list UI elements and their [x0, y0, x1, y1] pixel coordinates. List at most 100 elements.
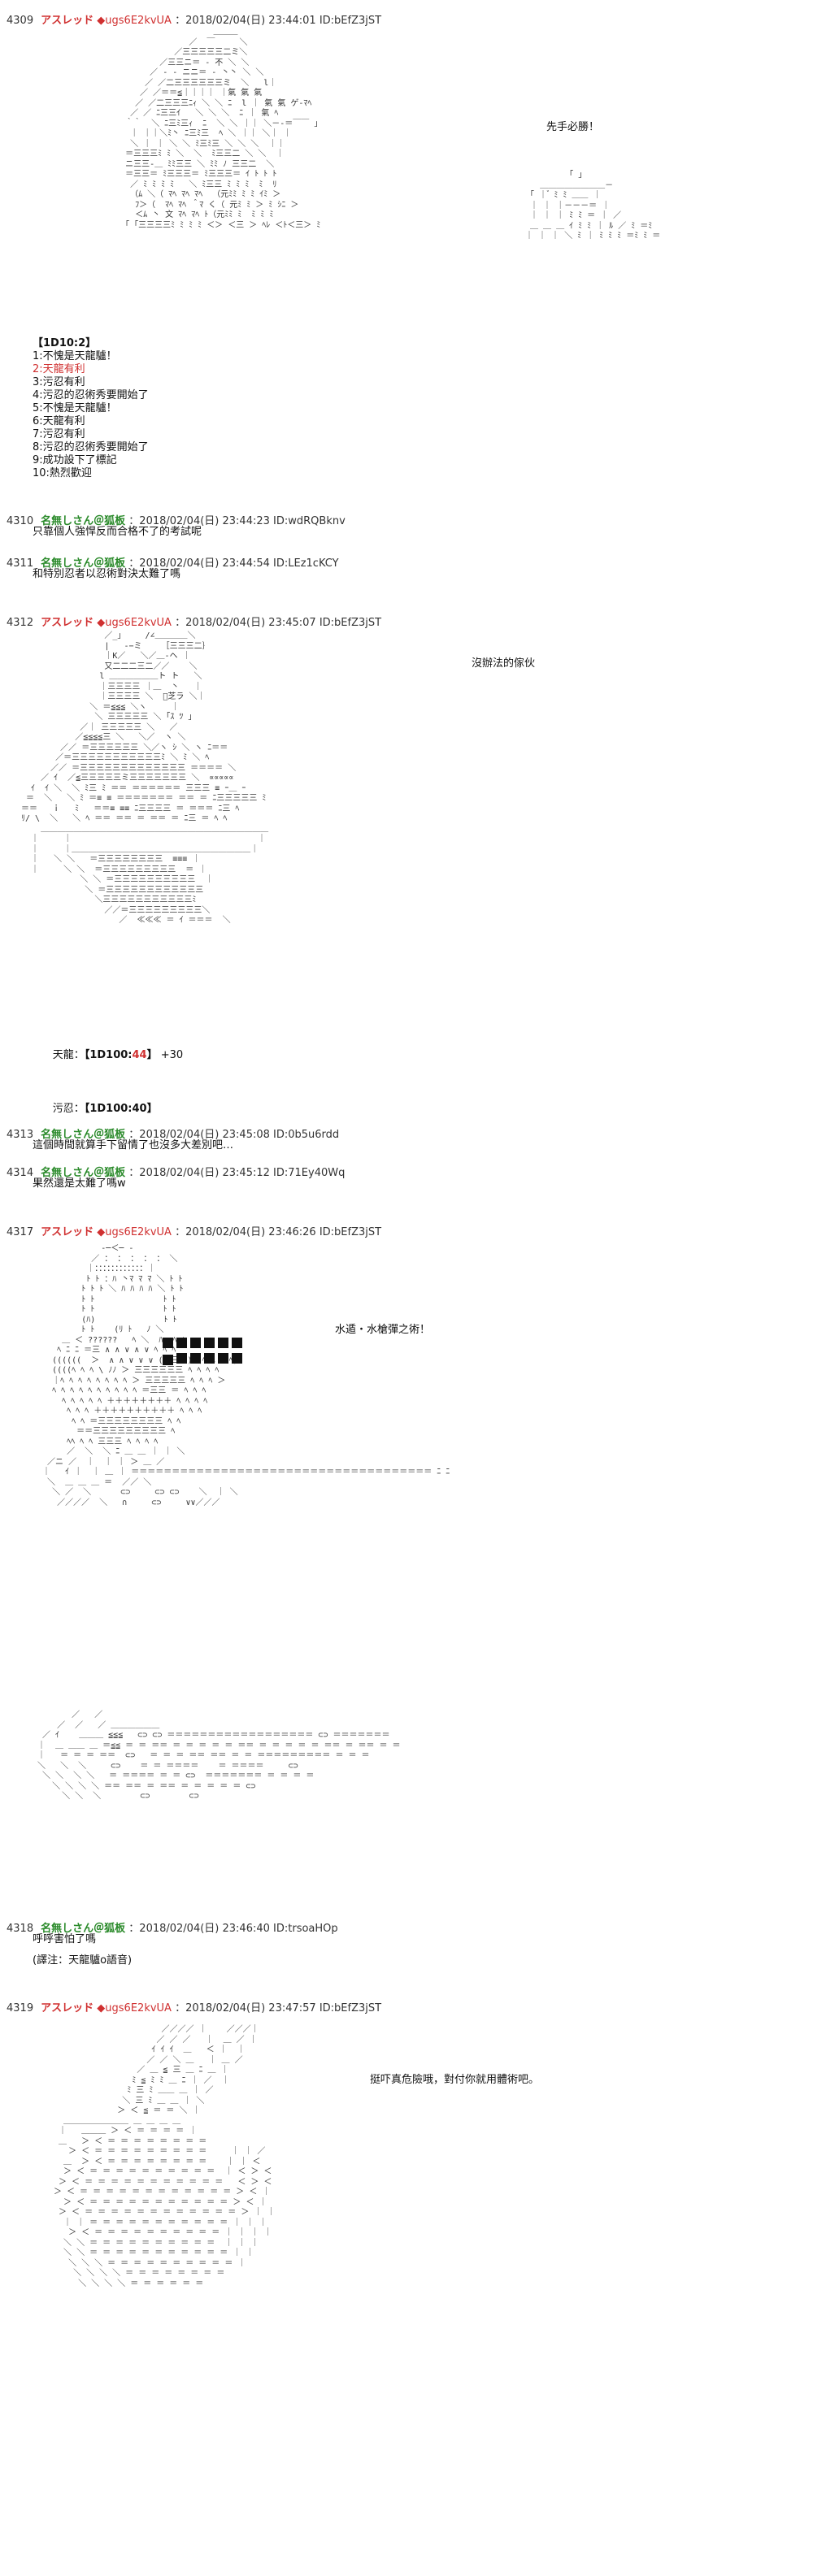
trip-code: ◆ugs6E2kvUA	[97, 2002, 172, 2014]
aa-caption: 水遁・水槍彈之術！	[335, 1324, 431, 1336]
post-date: 2018/02/04(日) 23:45:12	[139, 1167, 270, 1179]
aa-caption: 先手必勝！	[546, 121, 600, 133]
poster-name: 名無しさん＠狐板	[41, 1923, 126, 1935]
post-text: 和特別忍者以忍術對決太難了嗎	[33, 568, 181, 580]
post-number[interactable]: 4309	[7, 15, 34, 27]
roll-tenryu: 天龍：【1D100:44】 +30	[33, 1036, 183, 1075]
post-4317: 4317 アスレッド ◆ugs6E2kvUA ：2018/02/04(日) 23…	[0, 1223, 813, 1897]
dice-block: 【1D10:2】 1:不愧是天龍驢！ 2:天龍有利 3:污忍有利 4:污忍的忍術…	[33, 337, 149, 480]
post-text: 呼呼害怕了嗎	[33, 1933, 97, 1945]
post-id[interactable]: ID:trsoaHOp	[273, 1923, 338, 1935]
post-number[interactable]: 4314	[7, 1167, 34, 1179]
post-4318: 4318 名無しさん＠狐板 ：2018/02/04(日) 23:46:40 ID…	[0, 1919, 813, 1968]
post-id[interactable]: ID:0b5u6rdd	[273, 1129, 340, 1141]
post-number[interactable]: 4313	[7, 1129, 34, 1141]
poster-name: アスレッド	[41, 617, 94, 629]
roll-label: 天龍：	[52, 1049, 85, 1061]
dice-option: 1:不愧是天龍驢！	[33, 350, 117, 362]
post-id[interactable]: ID:bEfZ3jST	[319, 617, 382, 629]
mask-bar	[232, 1338, 242, 1348]
poster-name: アスレッド	[41, 2002, 94, 2014]
roll-bonus: +30	[160, 1049, 184, 1061]
poster-name: 名無しさん＠狐板	[41, 1167, 126, 1179]
roll-label: 污忍：	[52, 1103, 85, 1115]
mask-bar	[204, 1338, 215, 1348]
post-date: 2018/02/04(日) 23:46:26	[185, 1226, 316, 1238]
post-number[interactable]: 4311	[7, 557, 34, 570]
ascii-art: ／／／／ ｜ ／／／｜ ／ ／ ／ ｜ ＿ ／ ｜ ｲ ｲ ｲ ＿ ＜ ｜ ｜ …	[54, 2025, 276, 2288]
poster-name: アスレッド	[41, 15, 94, 27]
dice-option: 10:熱烈歡迎	[33, 467, 92, 479]
post-id[interactable]: ID:71Ey40Wq	[273, 1167, 346, 1179]
post-number[interactable]: 4319	[7, 2002, 34, 2014]
post-4319: 4319 アスレッド ◆ugs6E2kvUA ：2018/02/04(日) 23…	[0, 1999, 813, 2572]
post-number[interactable]: 4318	[7, 1923, 34, 1935]
dice-option: 3:污忍有利	[33, 376, 85, 388]
mask-bar	[176, 1353, 187, 1364]
post-id[interactable]: ID:wdRQBknv	[273, 515, 346, 527]
post-id[interactable]: ID:bEfZ3jST	[319, 1226, 382, 1238]
post-date: 2018/02/04(日) 23:47:57	[185, 2002, 316, 2014]
post-number[interactable]: 4310	[7, 515, 34, 527]
post-date: 2018/02/04(日) 23:44:23	[139, 515, 270, 527]
dice-option: 8:污忍的忍術秀要開始了	[33, 441, 149, 453]
post-number[interactable]: 4317	[7, 1226, 34, 1238]
mask-bar	[204, 1353, 215, 1364]
trip-code: ◆ugs6E2kvUA	[97, 1226, 172, 1238]
aa-caption: 挺吓真危險哦，對付你就用體術吧。	[370, 2074, 540, 2086]
dice-option: 6:天龍有利	[33, 415, 85, 427]
post-body: 這個時間就算手下留情了也沒多大差別吧…	[33, 1139, 233, 1152]
trip-code: ◆ugs6E2kvUA	[97, 617, 172, 629]
roll-hit: 44	[132, 1049, 147, 1061]
post-header: 4317 アスレッド ◆ugs6E2kvUA ：2018/02/04(日) 23…	[7, 1226, 382, 1238]
post-header: 4309 アスレッド ◆ugs6E2kvUA ：2018/02/04(日) 23…	[7, 15, 382, 27]
poster-name: 名無しさん＠狐板	[41, 515, 126, 527]
mask-bar	[190, 1353, 201, 1364]
mask-bar	[218, 1353, 228, 1364]
post-header: 4310 名無しさん＠狐板 ：2018/02/04(日) 23:44:23 ID…	[7, 515, 346, 527]
dice-option: 4:污忍的忍術秀要開始了	[33, 389, 149, 401]
post-header: 4311 名無しさん＠狐板 ：2018/02/04(日) 23:44:54 ID…	[7, 557, 339, 570]
post-text: 這個時間就算手下留情了也沒多大差別吧…	[33, 1139, 234, 1151]
post-number[interactable]: 4312	[7, 617, 34, 629]
roll-value: 【1D100:40】	[84, 1103, 158, 1115]
post-header: 4314 名無しさん＠狐板 ：2018/02/04(日) 23:45:12 ID…	[7, 1167, 346, 1179]
post-id[interactable]: ID:bEfZ3jST	[319, 2002, 382, 2014]
post-text: 果然還是太難了嗎w	[33, 1177, 126, 1190]
mask-bar	[232, 1353, 242, 1364]
post-text: 只靠個人強悍反而合格不了的考試呢	[33, 526, 202, 538]
trip-code: ◆ugs6E2kvUA	[97, 15, 172, 27]
dice-option: 7:污忍有利	[33, 428, 85, 440]
ascii-art-water: ／ ／ ／ ／ ／ ＿＿＿＿＿＿ ／ ｲ ＿＿＿ ≦≦≦ ⊂⊃ ⊂⊃ ＝＝＝＝＝…	[37, 1711, 401, 1801]
post-date: 2018/02/04(日) 23:44:54	[139, 557, 270, 570]
post-body: 和特別忍者以忍術對決太難了嗎	[33, 568, 180, 581]
post-date: 2018/02/04(日) 23:45:07	[185, 617, 316, 629]
poster-name: 名無しさん＠狐板	[41, 557, 126, 570]
post-4310: 4310 名無しさん＠狐板 ：2018/02/04(日) 23:44:23 ID…	[0, 512, 813, 544]
ascii-art: ／_」 /∠＿＿＿＿＼ | -−ミ ［三三三二｝ ｜K／ ＼／＿‐ヘ ｜ 又二二…	[21, 631, 269, 925]
dice-option-selected: 2:天龍有利	[33, 363, 85, 375]
post-id[interactable]: ID:LEz1cKCY	[273, 557, 339, 570]
poster-name: 名無しさん＠狐板	[41, 1129, 126, 1141]
mask-bar	[163, 1338, 173, 1348]
poster-name: アスレッド	[41, 1226, 94, 1238]
mask-bars	[163, 1334, 246, 1365]
post-4314: 4314 名無しさん＠狐板 ：2018/02/04(日) 23:45:12 ID…	[0, 1164, 813, 1193]
post-body: 果然還是太難了嗎w	[33, 1177, 126, 1190]
post-header: 4319 アスレッド ◆ugs6E2kvUA ：2018/02/04(日) 23…	[7, 2002, 382, 2014]
mask-bar	[190, 1338, 201, 1348]
dice-title: 【1D10:2】	[33, 337, 97, 349]
post-4309: 4309 アスレッド ◆ugs6E2kvUA ：2018/02/04(日) 23…	[0, 0, 813, 504]
dice-results: 天龍：【1D100:44】 +30 污忍：【1D100:40】	[33, 1036, 183, 1129]
post-header: 4312 アスレッド ◆ugs6E2kvUA ：2018/02/04(日) 23…	[7, 617, 382, 629]
dice-option: 9:成功設下了標記	[33, 454, 117, 466]
post-date: 2018/02/04(日) 23:44:01	[185, 15, 316, 27]
ascii-art: ＿＿＿ ／ ￣ ＼ ／三三三三三二ミ＼ ／三三ニ＝ ‐ 不 ＼ ＼ ／ ‐ ‐ …	[125, 28, 321, 230]
post-4312: 4312 アスレッド ◆ugs6E2kvUA ：2018/02/04(日) 23…	[0, 614, 813, 1115]
post-header: 4313 名無しさん＠狐板 ：2018/02/04(日) 23:45:08 ID…	[7, 1129, 340, 1141]
roll-value: 【1D100:44】	[84, 1049, 158, 1061]
aa-caption: 沒辦法的傢伙	[472, 657, 536, 670]
post-id[interactable]: ID:bEfZ3jST	[319, 15, 382, 27]
mask-bar	[218, 1338, 228, 1348]
post-date: 2018/02/04(日) 23:46:40	[139, 1923, 270, 1935]
